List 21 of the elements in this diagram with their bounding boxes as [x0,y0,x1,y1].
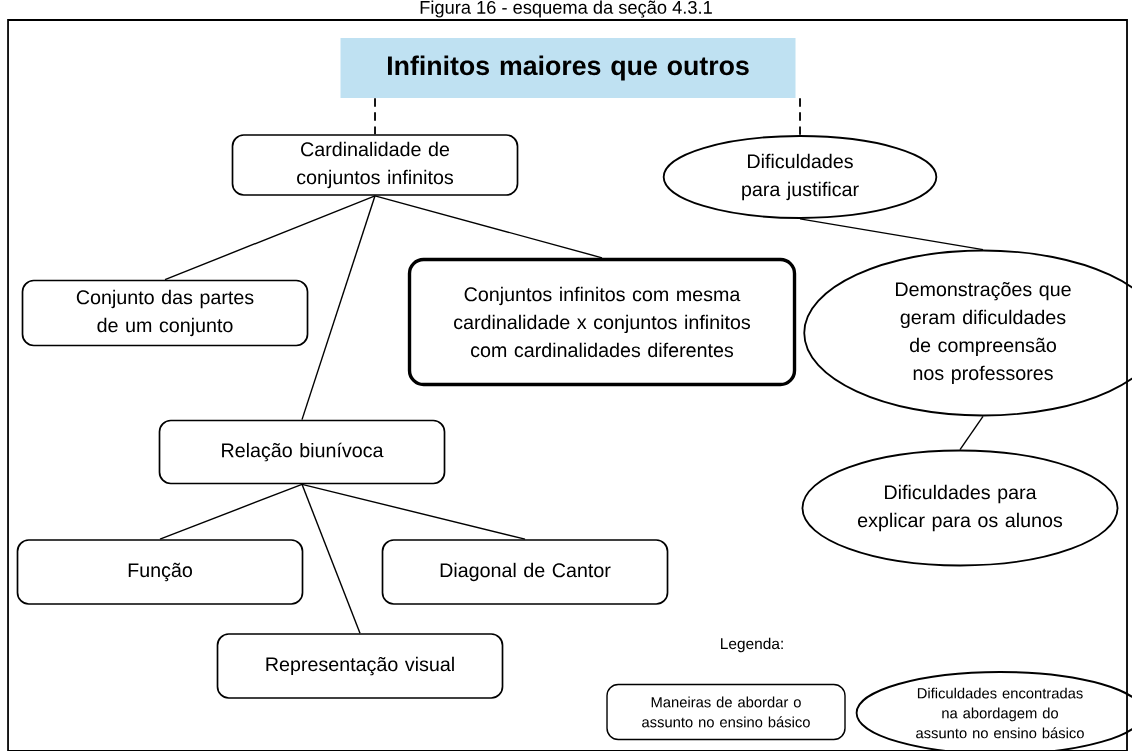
connector-line [301,483,526,540]
topic-box: Conjunto das partes de um conjunto [21,279,309,347]
figure-caption: Figura 16 - esquema da seção 4.3.1 [420,0,712,18]
connector-line [799,97,801,136]
connector-line [374,97,376,136]
topic-box: Diagonal de Cantor [381,539,669,605]
topic-box: Conjuntos infinitos com mesma cardinalidade x conjuntos infinitos com cardinalidades diferentes [407,257,797,387]
topic-box: Função [16,539,304,605]
connector-line [799,218,984,251]
connector-line [959,415,984,451]
connector-line [159,483,303,540]
connector-line [374,195,603,259]
topic-box: Cardinalidade de conjuntos infinitos [231,134,519,196]
connector-line [164,195,376,281]
connector-line [301,483,361,634]
connector-line [301,195,376,421]
topic-box: Representação visual [216,633,504,699]
legend-heading: Legenda: [721,637,783,653]
topic-box: Relação biunívoca [158,419,446,485]
title-banner: Infinitos maiores que outros [340,38,796,98]
legend-box: Maneiras de abordar o assunto no ensino básico [606,683,846,741]
